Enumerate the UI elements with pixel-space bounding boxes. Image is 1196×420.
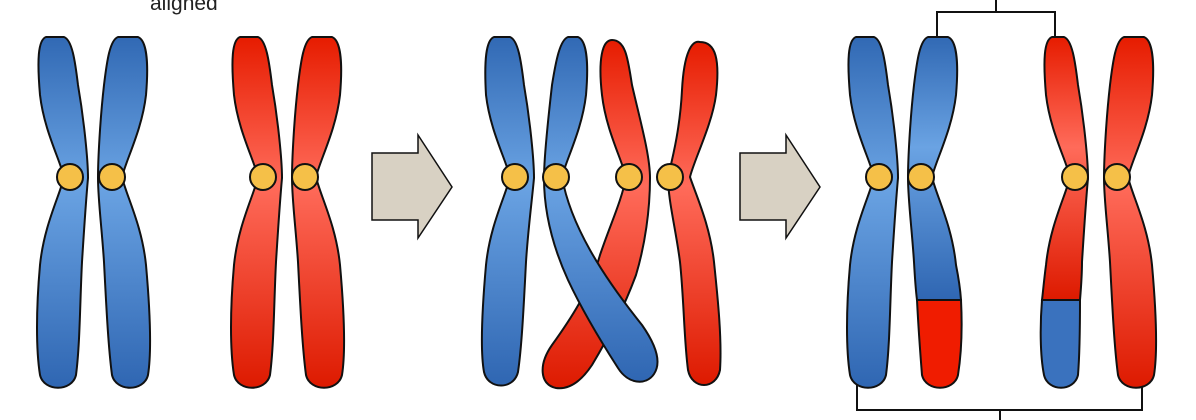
crossing-over-pair bbox=[480, 36, 722, 390]
centromere bbox=[501, 163, 529, 191]
centromere bbox=[656, 163, 684, 191]
centromere bbox=[98, 163, 126, 191]
red-segment-tip bbox=[915, 299, 963, 389]
centromere bbox=[56, 163, 84, 191]
centromere bbox=[291, 163, 319, 191]
centromere bbox=[249, 163, 277, 191]
centromere bbox=[1103, 163, 1131, 191]
red-chromatid-outer bbox=[666, 40, 722, 386]
blue-chromatid-outer bbox=[480, 36, 536, 387]
red-recombinant-chromosome bbox=[1039, 36, 1158, 389]
blue-chromatid-left bbox=[846, 36, 900, 389]
caption-text: aligned bbox=[150, 0, 218, 15]
centromere bbox=[865, 163, 893, 191]
blue-chromatid-crossing bbox=[542, 36, 659, 383]
red-chromatid-right bbox=[1102, 36, 1158, 389]
centromere bbox=[1061, 163, 1089, 191]
centromere bbox=[542, 163, 570, 191]
right-arrow-icon bbox=[739, 132, 821, 241]
red-chromosome-1 bbox=[230, 36, 346, 389]
blue-chromatid-right bbox=[96, 36, 152, 389]
right-arrow-icon bbox=[371, 132, 453, 241]
centromere bbox=[615, 163, 643, 191]
blue-segment-tip bbox=[1039, 299, 1082, 389]
red-chromatid-left bbox=[230, 36, 284, 389]
bottom-bracket bbox=[856, 385, 1143, 420]
blue-chromosome-1 bbox=[36, 36, 152, 389]
top-bracket bbox=[936, 0, 1056, 42]
blue-chromatid-left bbox=[36, 36, 90, 389]
blue-recombinant-chromosome bbox=[846, 36, 963, 389]
red-chromatid-right bbox=[290, 36, 346, 389]
centromere bbox=[907, 163, 935, 191]
